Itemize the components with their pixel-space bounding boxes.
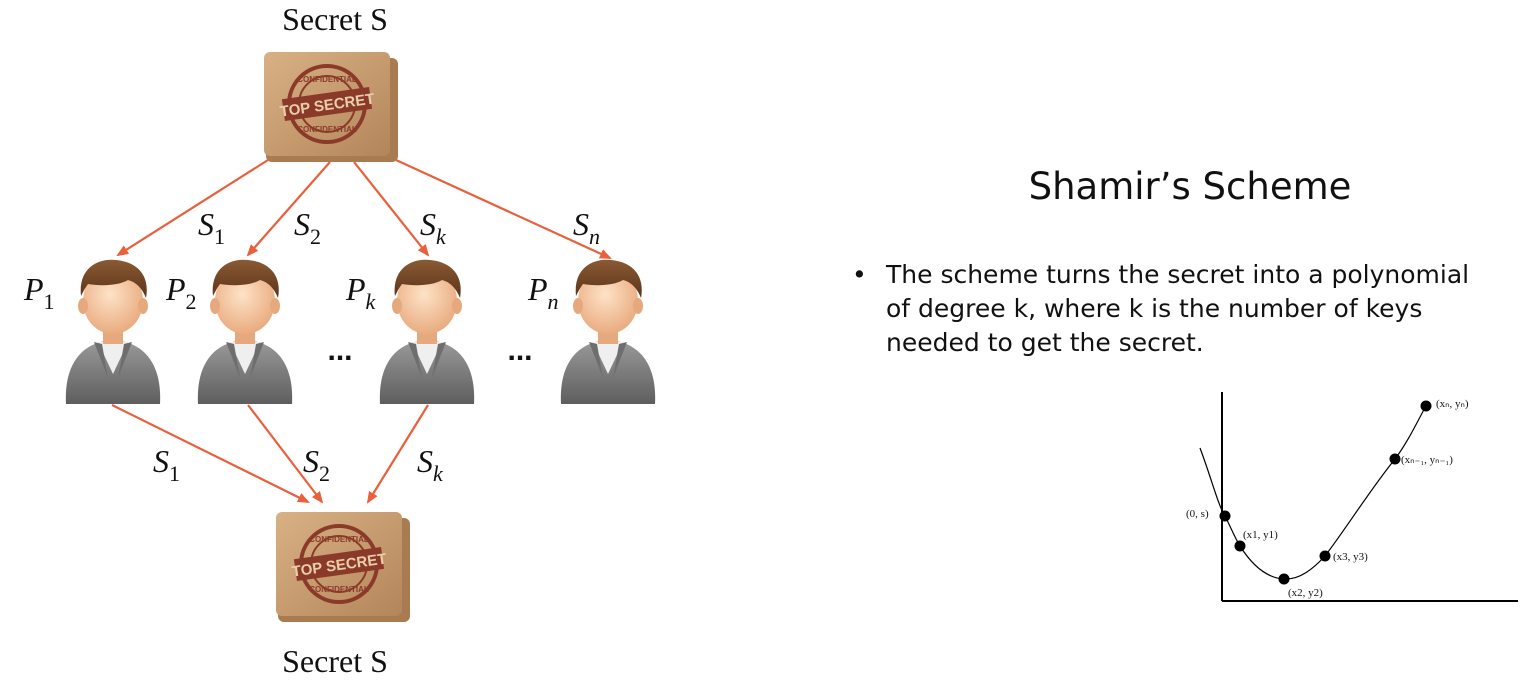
- stamp-top-text: CONFIDENTIAL: [297, 75, 357, 84]
- share-label-in-k: Sk: [417, 443, 444, 486]
- secret-folder-top: TOP SECRET CONFIDENTIAL CONFIDENTIAL: [264, 52, 398, 162]
- arrow-return-k: [366, 404, 429, 504]
- plot-point: [1319, 550, 1331, 562]
- arrow-share-n: [395, 158, 612, 260]
- polynomial-plot: (0, s) (x1, y1) (x2, y2) (x3, y3) (xₙ₋₁, yₙ₋…: [1186, 392, 1518, 602]
- arrow-return-2: [247, 404, 324, 504]
- plot-point-label: (x1, y1): [1243, 529, 1278, 541]
- plot-point: [1219, 510, 1231, 522]
- plot-point: [1389, 453, 1401, 465]
- share-label-out-1: S1: [198, 206, 225, 249]
- bullet-symbol: •: [852, 260, 867, 289]
- plot-point: [1278, 573, 1290, 585]
- arrow-share-2: [246, 161, 331, 257]
- share-label-in-2: S2: [303, 443, 330, 486]
- arrow-share-1: [116, 159, 269, 257]
- stamp-bottom-text: CONFIDENTIAL: [297, 125, 357, 134]
- secret-folder-bottom: TOP SECRET CONFIDENTIAL CONFIDENTIAL: [276, 512, 410, 622]
- ellipsis-1: ...: [327, 334, 352, 367]
- participant-label-n: Pn: [527, 271, 559, 314]
- share-label-out-k: Sk: [420, 206, 447, 249]
- participant-1-person-icon: [65, 259, 161, 404]
- bullet-line-1: The scheme turns the secret into a polyn…: [886, 260, 1470, 289]
- plot-point-label: (xₙ₋₁, yₙ₋₁): [1401, 454, 1453, 466]
- slide-title: Shamir’s Scheme: [1028, 165, 1352, 208]
- plot-point-label: (0, s): [1186, 508, 1209, 520]
- secret-label-bottom: Secret S: [282, 643, 388, 679]
- share-label-out-2: S2: [294, 206, 321, 249]
- plot-point-label: (x2, y2): [1288, 587, 1323, 599]
- participant-label-k: Pk: [345, 271, 377, 314]
- stamp-top-text: CONFIDENTIAL: [309, 535, 369, 544]
- bullet-line-2: of degree k, where k is the number of ke…: [886, 294, 1423, 323]
- plot-point: [1420, 400, 1432, 412]
- participant-label-1: P1: [23, 271, 55, 314]
- plot-point-label: (x3, y3): [1333, 551, 1368, 563]
- participant-2-person-icon: [197, 259, 293, 404]
- bullet-line-3: needed to get the secret.: [886, 328, 1204, 357]
- bullet-item: • The scheme turns the secret into a pol…: [852, 258, 1538, 360]
- reconstruction-arrows: [111, 404, 429, 504]
- plot-point: [1234, 540, 1246, 552]
- participant-label-2: P2: [165, 271, 197, 314]
- stamp-bottom-text: CONFIDENTIAL: [309, 585, 369, 594]
- share-label-in-1: S1: [153, 443, 180, 486]
- distribution-arrows: [116, 158, 612, 260]
- plot-point-label: (xₙ, yₙ): [1436, 398, 1469, 410]
- participant-n-person-icon: [560, 259, 656, 404]
- ellipsis-2: ...: [507, 334, 532, 367]
- polynomial-curve: [1199, 405, 1427, 580]
- plot-points: (0, s) (x1, y1) (x2, y2) (x3, y3) (xₙ₋₁, yₙ₋…: [1186, 398, 1469, 599]
- secret-label-top: Secret S: [282, 1, 388, 37]
- participant-k-person-icon: [379, 259, 475, 404]
- arrow-return-1: [111, 404, 310, 503]
- share-label-out-n: Sn: [573, 206, 600, 249]
- arrow-share-k: [353, 161, 430, 257]
